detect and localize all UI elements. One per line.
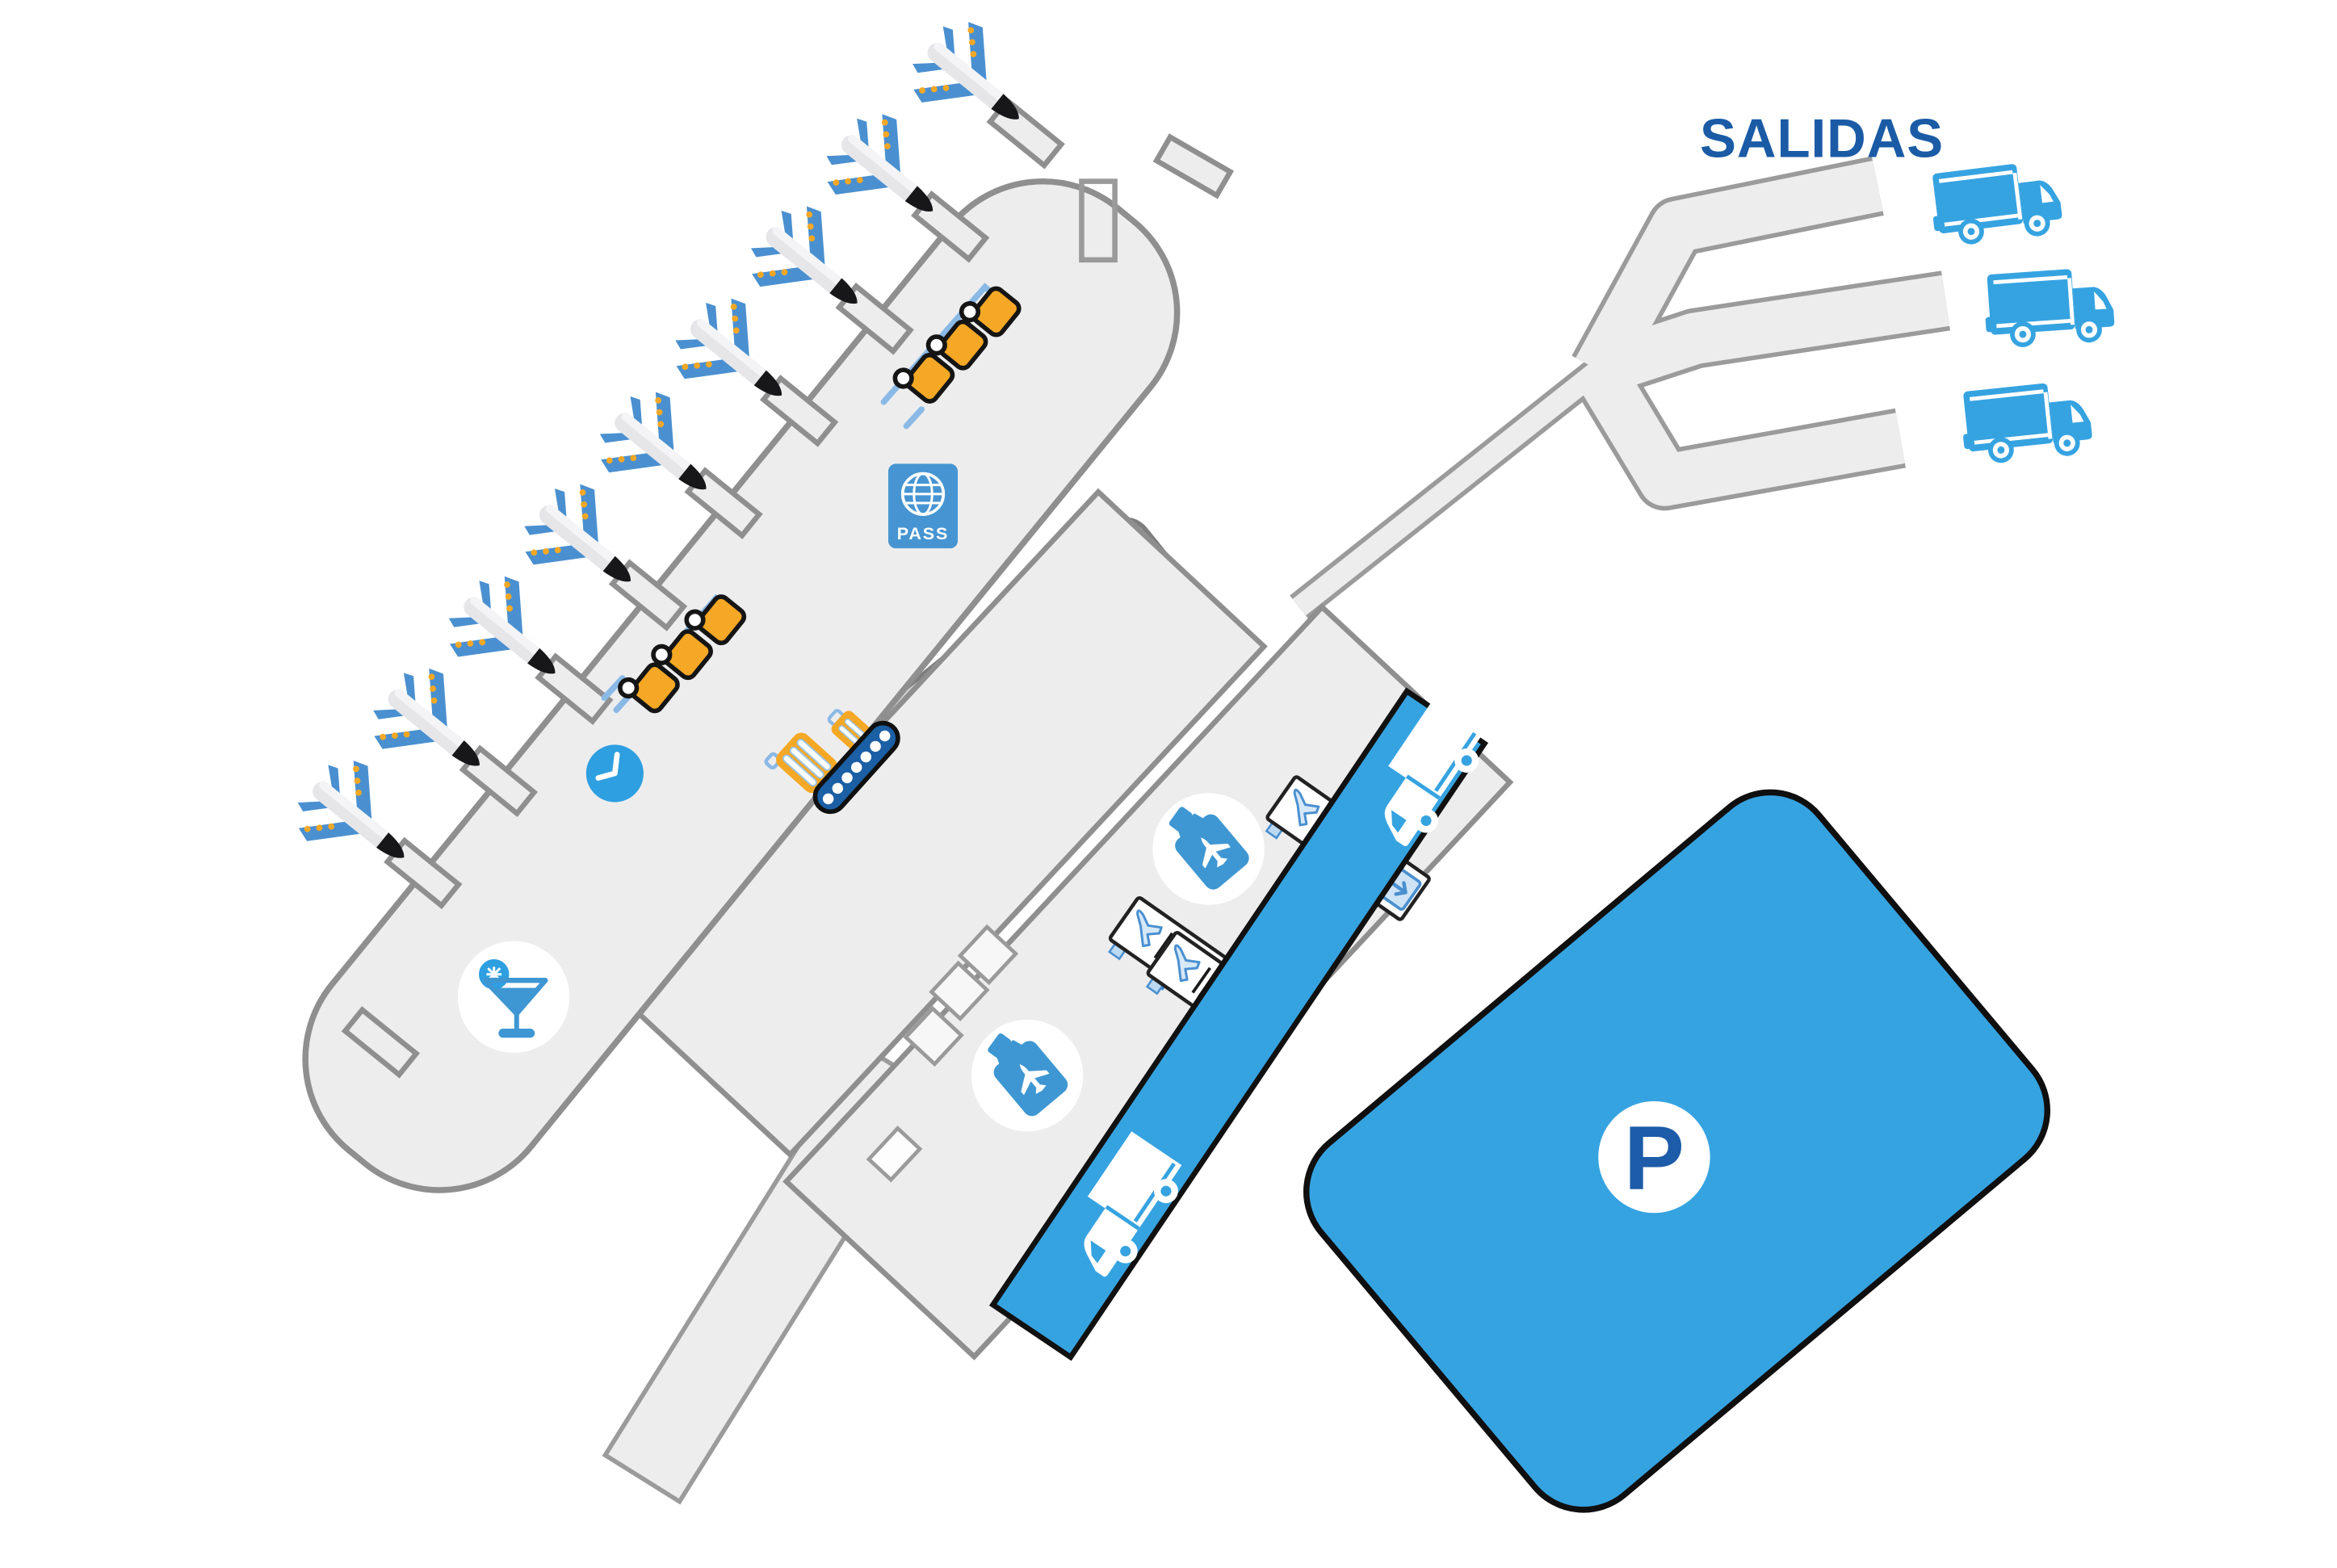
kiosk-box [903, 1005, 964, 1067]
shuttle-van-icon [1928, 158, 2065, 249]
bar-icon [457, 941, 570, 1053]
suitcase-large [764, 732, 837, 794]
baggage-carousel-icon [764, 709, 900, 815]
service-stub [866, 1126, 923, 1183]
parking-icon: P [1598, 1101, 1710, 1214]
luggage-cart-group-upper [880, 279, 1022, 430]
kiosk-row [903, 924, 1019, 1067]
passport-control-icon: PASS [887, 463, 959, 549]
jet-bridge [1156, 137, 1230, 195]
passport-control-label: PASS [897, 524, 949, 543]
departures-label: SALIDAS [1700, 109, 1944, 170]
kiosk-box [929, 960, 990, 1021]
terminal-core-structure [1079, 178, 1118, 263]
duty-free-icon [1152, 792, 1265, 905]
conveyor-belt [812, 720, 900, 815]
terminal-access-road [988, 687, 1494, 1361]
duty-free-icon [971, 1019, 1084, 1132]
shuttle-van-icon [1982, 266, 2116, 350]
luggage-cart-group-middle [601, 586, 747, 718]
departures-road-fork [1290, 156, 1951, 619]
shuttle-van-icon [1958, 379, 2095, 467]
parking-label: P [1624, 1106, 1685, 1208]
clock-icon [585, 744, 644, 803]
parking-area: P [1303, 789, 2050, 1513]
kiosk-box [957, 924, 1019, 986]
